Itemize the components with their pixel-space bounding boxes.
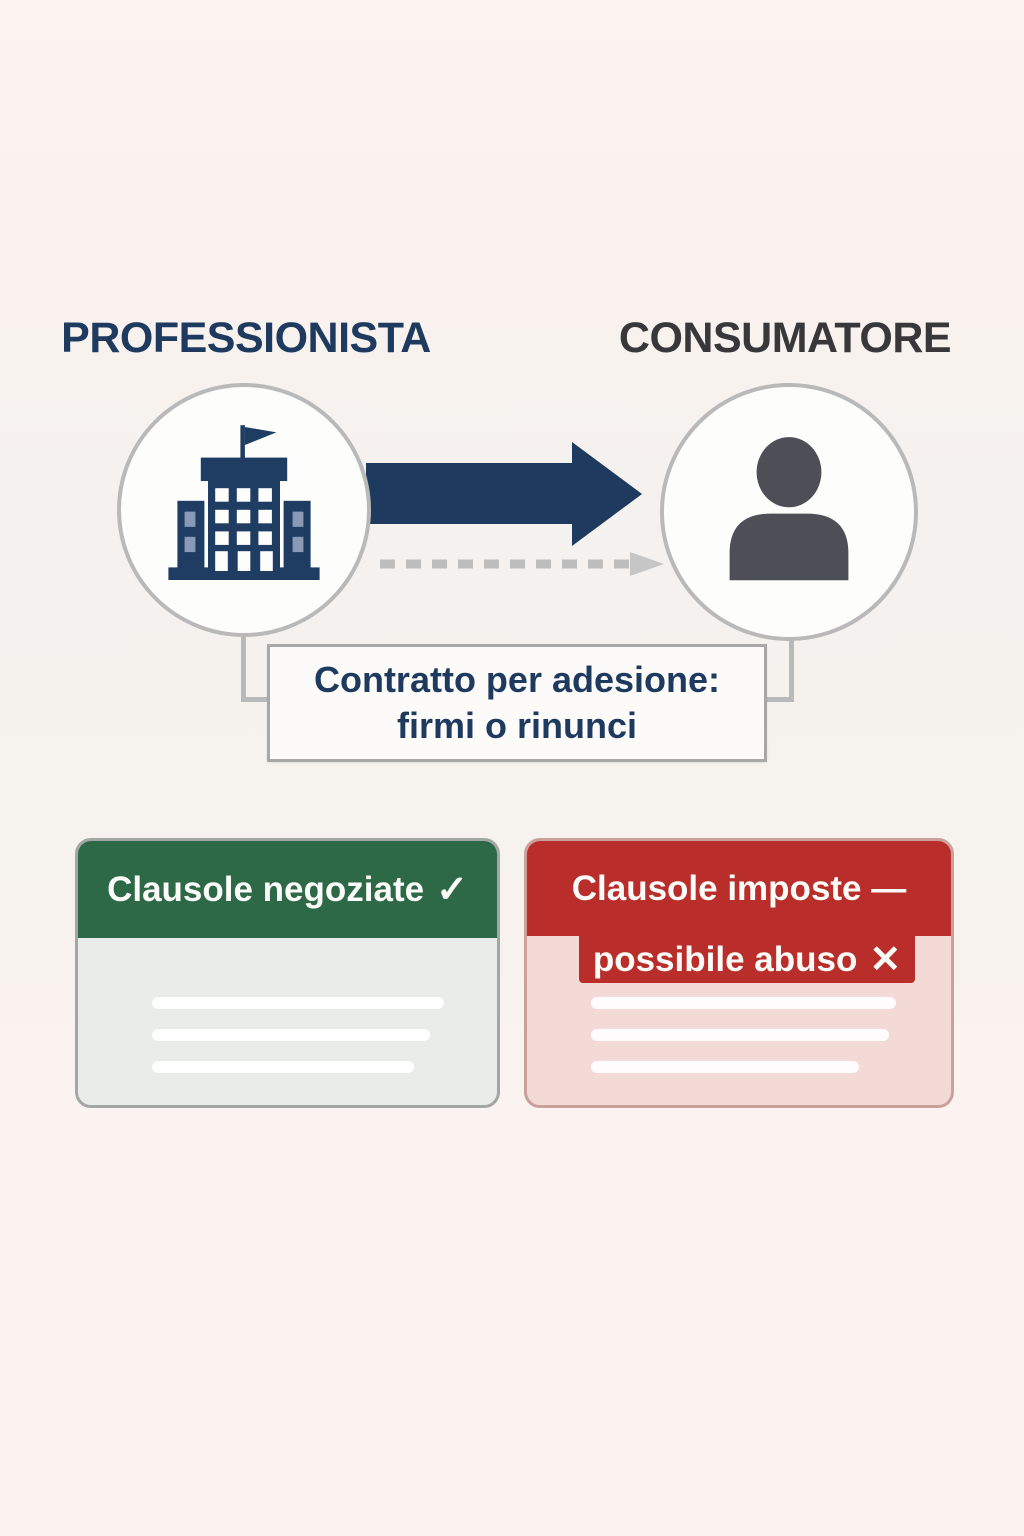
card-imposte-title-line1: Clausole imposte — (571, 868, 907, 908)
person-icon (699, 420, 879, 605)
card-negoziate-title: Clausole negoziate (107, 869, 425, 909)
card-imposte-title-line2: possibile abuso (592, 939, 858, 979)
connector-right-horizontal (762, 697, 794, 702)
connector-right-vertical (789, 612, 794, 702)
check-icon: ✓ (436, 869, 468, 911)
placeholder-line (152, 1029, 430, 1041)
card-imposte-header-line1: Clausole imposte — (527, 841, 951, 936)
card-imposte-header-line2: possibile abuso ✕ (579, 936, 915, 983)
contract-box: Contratto per adesione: firmi o rinunci (267, 644, 767, 762)
consumatore-circle (660, 383, 918, 641)
professionista-title: PROFESSIONISTA (61, 314, 431, 362)
contract-text-line1: Contratto per adesione: (313, 659, 721, 700)
connector-left-horizontal (241, 697, 273, 702)
card-clausole-negoziate: Clausole negoziate ✓ (75, 838, 500, 1108)
cross-icon: ✕ (869, 939, 902, 981)
card-negoziate-placeholder-lines (152, 997, 444, 1093)
card-imposte-placeholder-lines (591, 997, 896, 1093)
building-icon (154, 418, 334, 603)
arrow-right-icon (366, 442, 642, 551)
placeholder-line (152, 1061, 414, 1073)
connector-left-vertical (241, 610, 246, 702)
placeholder-line (152, 997, 444, 1009)
placeholder-line (591, 1029, 889, 1041)
consumatore-title: CONSUMATORE (618, 314, 952, 362)
placeholder-line (591, 1061, 859, 1073)
dashed-arrow-right-icon (380, 548, 670, 585)
professionista-circle (117, 383, 371, 637)
placeholder-line (591, 997, 896, 1009)
card-negoziate-header: Clausole negoziate ✓ (78, 841, 497, 938)
contract-text-line2: firmi o rinunci (396, 705, 637, 746)
card-clausole-imposte: Clausole imposte — possibile abuso ✕ (524, 838, 954, 1108)
